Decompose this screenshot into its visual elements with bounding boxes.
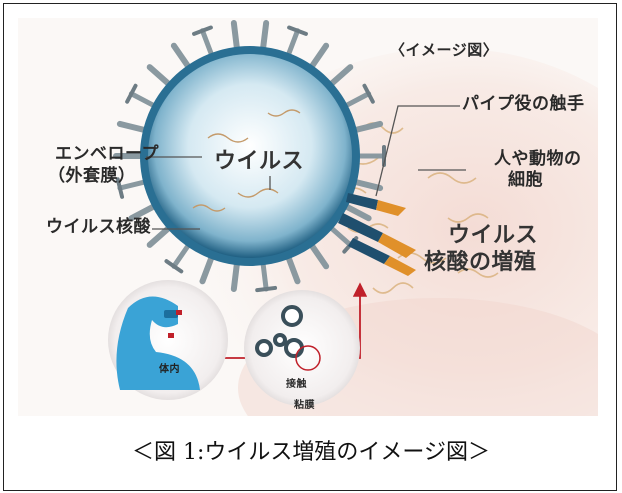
label-contact: 接触: [286, 379, 307, 390]
spike-cap: [125, 83, 138, 104]
label-envelope-2: （外套膜）: [48, 166, 136, 186]
spike-cap: [255, 285, 278, 293]
spike-cap: [192, 25, 213, 36]
label-cell-1: 人や動物の: [494, 149, 582, 169]
tentacle-pipes: [338, 193, 416, 276]
label-mucosa: 粘膜: [294, 400, 315, 411]
spike-cap: [287, 25, 308, 36]
figure-frame: 〈イメージ図〉 パイプ役の触手 人や動物の 細胞 エンベロープ （外套膜） ウイ…: [3, 3, 617, 491]
label-inside-body: 体内: [159, 364, 180, 375]
virus-diagram: 〈イメージ図〉 パイプ役の触手 人や動物の 細胞 エンベロープ （外套膜） ウイ…: [18, 18, 598, 416]
spike-cap: [115, 177, 125, 199]
spike-cap: [362, 83, 375, 104]
virus-body: [148, 54, 352, 258]
diagram-title: 〈イメージ図〉: [390, 41, 499, 59]
label-envelope-1: エンベロープ: [55, 144, 159, 164]
person-icon: [116, 296, 200, 390]
label-nucleic-acid: ウイルス核酸: [46, 217, 151, 237]
mucosa-target: [295, 345, 321, 371]
virus-nucleic-acid: [192, 109, 301, 212]
label-tentacle: パイプ役の触手: [462, 94, 585, 114]
label-replication-2: 核酸の増殖: [424, 250, 537, 275]
diagram-graphics: [108, 19, 598, 416]
label-virus: ウイルス: [214, 149, 305, 174]
label-cell-2: 細胞: [508, 170, 543, 190]
label-replication-1: ウイルス: [448, 223, 539, 248]
spike-cap: [164, 259, 184, 274]
leader-lines: [146, 105, 466, 230]
figure-caption: ＜図 1:ウイルス増殖のイメージ図＞: [132, 440, 490, 465]
